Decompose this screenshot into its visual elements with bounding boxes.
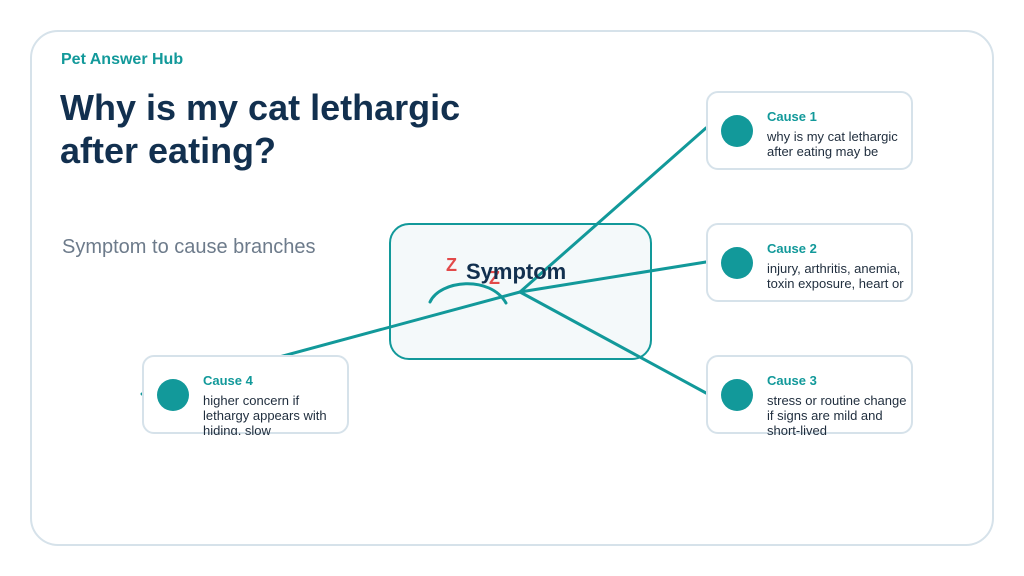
- cause-4-title: Cause 4: [203, 373, 253, 388]
- cause-2-marker-icon: [721, 247, 753, 279]
- page-title: Why is my cat lethargic after eating?: [60, 87, 461, 171]
- branch-line-cause-3: [518, 290, 708, 395]
- cause-3-marker-icon: [721, 379, 753, 411]
- sleeping-cat-icon: [428, 282, 508, 305]
- cause-3-text: stress or routine change if signs are mi…: [767, 393, 907, 435]
- cause-1-text: why is my cat lethargic after eating may…: [767, 129, 898, 159]
- cause-2-title: Cause 2: [767, 241, 817, 256]
- cause-4-marker-icon: [157, 379, 189, 411]
- cause-card-4: Cause 4 higher concern if lethargy appea…: [142, 355, 349, 435]
- z-letter-1: Z: [446, 255, 457, 275]
- cause-2-text: injury, arthritis, anemia, toxin exposur…: [767, 261, 904, 291]
- cause-card-2: Cause 2 injury, arthritis, anemia, toxin…: [706, 223, 913, 302]
- cause-card-3: Cause 3 stress or routine change if sign…: [706, 355, 913, 435]
- cause-1-marker-icon: [721, 115, 753, 147]
- z-letter-2: Z: [489, 268, 500, 288]
- branch-line-cause-1: [518, 126, 708, 294]
- cause-3-title: Cause 3: [767, 373, 817, 388]
- brand-label: Pet Answer Hub: [61, 51, 184, 68]
- page-subtitle: Symptom to cause branches: [62, 236, 316, 258]
- branch-line-cause-2: [518, 260, 708, 294]
- cause-4-text: higher concern if lethargy appears with …: [203, 393, 327, 435]
- cause-1-title: Cause 1: [767, 109, 817, 124]
- symptom-label: Symptom: [466, 259, 567, 284]
- cause-card-1: Cause 1 why is my cat lethargic after ea…: [706, 91, 913, 170]
